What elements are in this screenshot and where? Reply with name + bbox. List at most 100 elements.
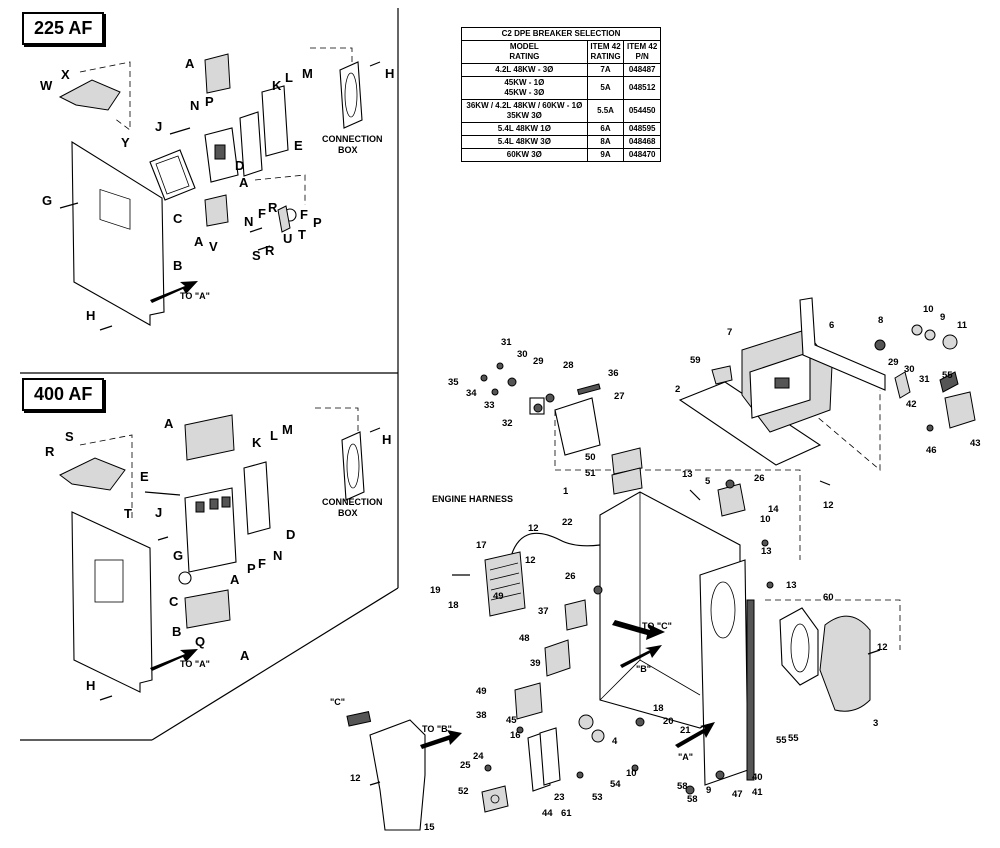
callout-21: 21 — [680, 725, 691, 736]
callout-T: T — [124, 506, 132, 521]
callout-D: D — [235, 158, 244, 173]
ref-b-label: "B" — [636, 664, 651, 674]
callout-J: J — [155, 119, 162, 134]
callout-16: 16 — [510, 730, 521, 741]
callout-48: 48 — [519, 633, 530, 644]
callout-49: 49 — [476, 686, 487, 697]
cover-w — [58, 79, 121, 111]
connection-box-label-3: CONNECTION — [322, 497, 383, 507]
callout-50: 50 — [585, 452, 596, 463]
callout-27: 27 — [614, 391, 625, 402]
callout-52: 52 — [458, 786, 469, 797]
callout-G: G — [42, 193, 52, 208]
callout-30: 30 — [904, 364, 915, 375]
callout-12: 12 — [823, 500, 834, 511]
cell-model: 4.2L 48KW - 3Ø — [461, 63, 588, 77]
callout-13: 13 — [761, 546, 772, 557]
callout-18: 18 — [448, 600, 459, 611]
tray-2 — [678, 381, 822, 466]
callout-A: A — [185, 56, 195, 71]
arrow-to-c — [612, 620, 665, 640]
callout-54: 54 — [610, 779, 621, 790]
ref-c-label: "C" — [330, 697, 345, 707]
callout-55: 55 — [776, 735, 787, 746]
knob-11 — [942, 334, 958, 350]
callout-H: H — [86, 678, 95, 693]
callout-H: H — [86, 308, 95, 323]
plate-d-400 — [243, 461, 271, 535]
connector-52 — [481, 785, 509, 813]
callout-51: 51 — [585, 468, 596, 479]
callout-9: 9 — [940, 312, 945, 323]
plate-d — [239, 111, 263, 177]
cover-s — [59, 457, 126, 491]
callout-55: 55 — [942, 370, 953, 381]
callout-12: 12 — [350, 773, 361, 784]
callout-12: 12 — [877, 642, 888, 653]
clip-59 — [711, 365, 733, 385]
text-labels: CONNECTION BOX CONNECTION BOX ENGINE HAR… — [180, 134, 693, 762]
callout-58: 58 — [687, 794, 698, 805]
callout-20: 20 — [663, 716, 674, 727]
callout-60: 60 — [823, 592, 834, 603]
callout-R: R — [265, 243, 275, 258]
lug-c-400 — [178, 571, 192, 585]
callout-T: T — [298, 227, 306, 242]
cover-plate-b — [71, 141, 165, 326]
ref-a-label: "A" — [678, 752, 693, 762]
callout-B: B — [172, 624, 181, 639]
cover-window — [99, 188, 131, 230]
callout-25: 25 — [460, 760, 471, 771]
callout-X: X — [61, 67, 70, 82]
callout-P: P — [205, 94, 214, 109]
callout-Q: Q — [195, 634, 205, 649]
callout-19: 19 — [430, 585, 441, 596]
callout-26: 26 — [565, 571, 576, 582]
callout-3: 3 — [873, 718, 878, 729]
callout-37: 37 — [538, 606, 549, 617]
callout-J: J — [155, 505, 162, 520]
callout-D: D — [286, 527, 295, 542]
callout-39: 39 — [530, 658, 541, 669]
callout-28: 28 — [563, 360, 574, 371]
callout-S: S — [252, 248, 261, 263]
cell-rating: 5A — [586, 76, 625, 100]
callout-G: G — [173, 548, 183, 563]
callout-31: 31 — [919, 374, 930, 385]
to-b-label: TO "B" — [422, 724, 452, 734]
callout-49: 49 — [493, 591, 504, 602]
gasket-60 — [779, 607, 819, 686]
callout-40: 40 — [752, 772, 763, 783]
engine-harness-label: ENGINE HARNESS — [432, 494, 513, 504]
callout-1: 1 — [563, 486, 569, 497]
fuse-37 — [564, 599, 588, 631]
connection-box-225 — [339, 61, 363, 129]
callout-55: 55 — [788, 733, 799, 744]
callout-K: K — [252, 435, 262, 450]
arrow-b — [620, 645, 662, 668]
part-4 — [578, 714, 594, 730]
callout-E: E — [140, 469, 149, 484]
callout-L: L — [285, 70, 293, 85]
relay-43 — [944, 391, 976, 429]
callout-F: F — [300, 207, 308, 222]
cell-rating: 9A — [586, 148, 625, 162]
callout-18: 18 — [653, 703, 664, 714]
callout-36: 36 — [608, 368, 619, 379]
fuse-48 — [544, 639, 571, 677]
callout-13: 13 — [682, 469, 693, 480]
callout-H: H — [382, 432, 391, 447]
bracket-6 — [799, 297, 886, 391]
terminal-cover-a-400-bottom — [184, 589, 231, 629]
callout-8: 8 — [878, 315, 883, 326]
arrow-to-b — [420, 730, 462, 749]
callout-26: 26 — [754, 473, 765, 484]
side-plate — [699, 559, 749, 786]
callout-41: 41 — [752, 787, 763, 798]
cell-pn: 048470 — [623, 148, 661, 162]
callout-7: 7 — [727, 327, 732, 338]
